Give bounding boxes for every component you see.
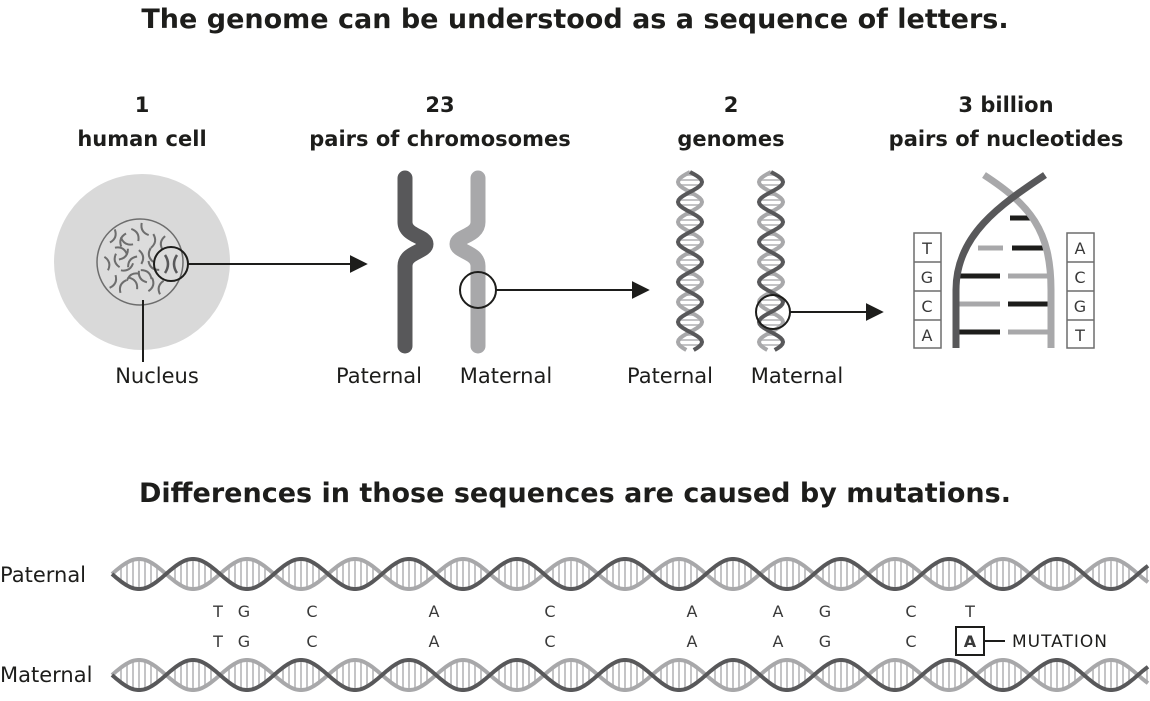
stage-header-nucleotides: 3 billion pairs of nucleotides [889,93,1124,151]
paternal-row-label: Paternal [0,563,86,587]
maternal-base: A [773,632,784,651]
paternal-genome-helix [675,170,705,352]
genome-pair: Paternal Maternal [627,170,843,388]
helix-strand-dark [110,557,1150,591]
chromosome-stroke [147,277,165,295]
stage-caption: genomes [677,127,784,151]
stage-count: 23 [425,93,454,117]
paternal-label: Paternal [336,364,422,388]
paternal-base: T [212,602,223,621]
maternal-base: C [544,632,555,651]
paternal-base: G [238,602,250,621]
mutated-base: A [964,632,977,651]
stage-header-cell: 1 human cell [77,93,206,151]
right-base: T [1074,326,1085,345]
chromosome-stroke [118,248,138,268]
stage-header-chromosomes: 23 pairs of chromosomes [309,93,571,151]
mutation-label: MUTATION [1012,632,1108,652]
maternal-genome-helix [756,170,786,352]
chromosome-stroke [163,254,179,274]
chromosome-pair: Paternal Maternal [336,170,552,388]
backbone-dark [952,172,1047,348]
maternal-base: G [819,632,831,651]
maternal-label: Maternal [460,364,552,388]
paternal-base: A [429,602,440,621]
mutation-box [955,626,985,656]
chromosome-stroke [114,236,134,256]
left-base: G [921,268,933,287]
stage-count: 2 [724,93,739,117]
right-base: G [1074,297,1086,316]
stage-count: 1 [135,93,150,117]
chromosome-stroke [109,274,127,294]
chromosome-glyph [130,222,150,242]
maternal-base: T [212,632,223,651]
chromosome-stroke [138,247,154,265]
maternal-chromosome [449,170,486,354]
paternal-chromosome [397,170,434,354]
chromosome-glyph [163,254,179,274]
maternal-label: Maternal [751,364,843,388]
paternal-label: Paternal [627,364,713,388]
paternal-sequence-helix [110,557,1150,591]
chromosome-glyph [103,253,121,271]
stage-caption: pairs of chromosomes [309,127,571,151]
helix-strand-dark [675,170,705,352]
nucleotide-closeup: T G C A A C G T [913,172,1095,349]
stage-header-genomes: 2 genomes [677,93,784,151]
chromosome-stroke [128,270,148,290]
chromosome-glyph [140,260,160,280]
maternal-base: A [687,632,698,651]
backbone-light [982,172,1055,348]
maternal-base: G [238,632,250,651]
chromosome-glyph [138,247,154,265]
paternal-base: C [544,602,555,621]
paternal-base: A [773,602,784,621]
chromosome-glyph [128,270,148,290]
bottom-title: Differences in those sequences are cause… [139,478,1011,509]
helix-strand-light [675,170,705,352]
paternal-base: A [687,602,698,621]
left-base: C [921,297,932,316]
chromosome-stroke [140,260,160,280]
chromosome-glyph [120,262,140,282]
right-base: C [1074,268,1085,287]
mutation-callout: MUTATION [955,626,1108,656]
paternal-base: G [819,602,831,621]
stage-caption: human cell [77,127,206,151]
maternal-sequence-helix [110,658,1150,692]
helix-strand-dark [110,658,1150,692]
maternal-base: C [905,632,916,651]
chromosome-stroke [103,253,121,271]
paternal-base: C [306,602,317,621]
maternal-row-label: Maternal [0,663,92,687]
chromosome-glyph [147,277,165,295]
maternal-base: C [306,632,317,651]
stage-count: 3 billion [958,93,1053,117]
chromosome-glyph [118,248,138,268]
chromosome-stroke [120,262,140,282]
paternal-base: T [964,602,975,621]
right-base: A [1075,239,1086,258]
chromosome-stroke [130,222,150,242]
helix-strand-dark [756,170,786,352]
chromosome-glyph [114,236,134,256]
left-base: T [921,239,932,258]
helix-strand-light [756,170,786,352]
left-base: A [922,326,933,345]
top-title: The genome can be understood as a sequen… [141,4,1008,35]
chromosome-glyph [109,274,127,294]
stage-caption: pairs of nucleotides [889,127,1124,151]
nucleus-chromosomes [103,222,179,295]
paternal-base: C [905,602,916,621]
nucleus-label: Nucleus [115,364,199,388]
maternal-base: A [429,632,440,651]
human-cell: Nucleus [54,174,230,388]
